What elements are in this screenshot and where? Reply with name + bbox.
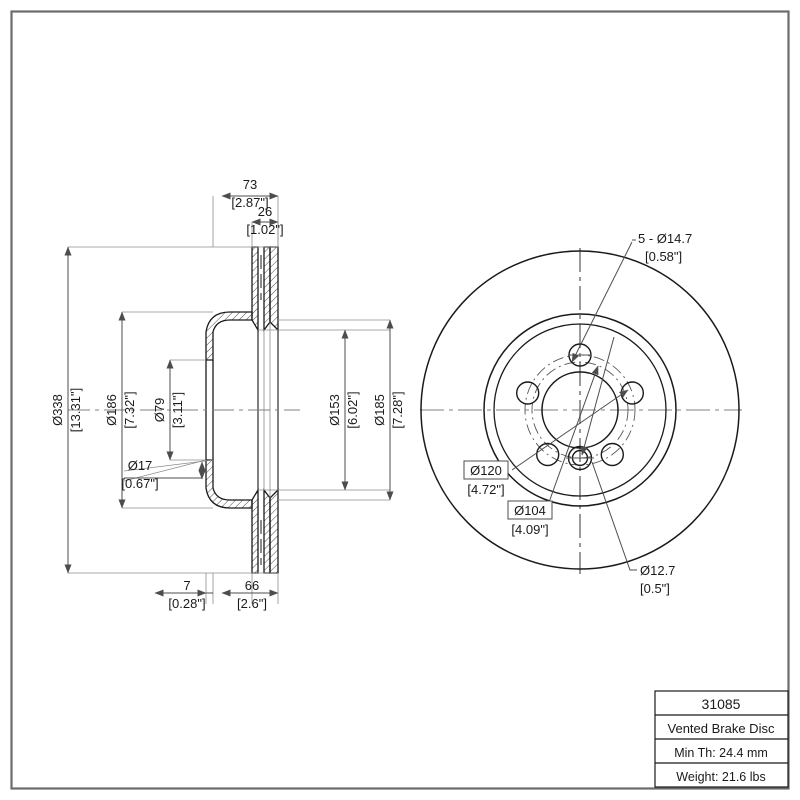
dim-center-bore-metric: Ø79 [152, 398, 167, 423]
dim-hat-depth-metric: 7 [183, 578, 190, 593]
callout-pin-hole-metric: Ø12.7 [640, 563, 675, 578]
callout-bolt-circle-inner-imperial: [4.09"] [511, 522, 548, 537]
dim-inner-friction-metric: Ø153 [327, 394, 342, 426]
dim-offset-imperial: [2.6"] [237, 596, 267, 611]
dim-hat-outer-metric: Ø186 [104, 394, 119, 426]
dim-offset-metric: 66 [245, 578, 259, 593]
lug-hole-2 [516, 381, 540, 405]
dim-plate-width-metric: 26 [258, 204, 272, 219]
dim-plate-width-imperial: [1.02"] [246, 222, 283, 237]
title-block-part-number: 31085 [702, 696, 741, 712]
hat-inner-circle [493, 323, 667, 497]
dim-hat-depth-imperial: [0.28"] [168, 596, 205, 611]
title-block: 31085 Vented Brake Disc Min Th: 24.4 mm … [654, 690, 789, 788]
lug-hole-4 [600, 442, 624, 467]
hat-section-lower [205, 459, 253, 509]
lug-hole-3 [536, 442, 560, 467]
bolt-circle-inner [531, 361, 629, 459]
rotor-outer-circle [420, 250, 740, 570]
friction-plate-lower [251, 487, 279, 574]
dim-outer-diameter-imperial: [13.31"] [68, 388, 83, 432]
title-block-weight: Weight: 21.6 lbs [676, 770, 765, 784]
hat-section-upper [205, 311, 253, 361]
dim-overall-width-metric: 73 [243, 177, 257, 192]
section-view: 73 [2.87"] 26 [1.02"] Ø338 [13.31"] Ø186… [50, 177, 405, 611]
callout-box-bolt-circle-inner [507, 500, 553, 520]
callout-pin-hole-imperial: [0.5"] [640, 581, 670, 596]
dim-hat-thickness-imperial: [0.67"] [121, 476, 158, 491]
dim-overall-width-imperial: [2.87"] [231, 195, 268, 210]
dim-vane-diameter-imperial: [7.28"] [390, 391, 405, 428]
callout-lug-holes-metric: 5 - Ø14.7 [638, 231, 692, 246]
face-view: 5 - Ø14.7 [0.58"] Ø120 [4.72"] Ø104 [4.0… [420, 231, 742, 596]
friction-plate-upper [251, 246, 279, 333]
dim-inner-friction-imperial: [6.02"] [345, 391, 360, 428]
leader-lines [511, 239, 637, 571]
dimension-lines [64, 192, 394, 597]
dim-outer-diameter-metric: Ø338 [50, 394, 65, 426]
title-block-min-thickness: Min Th: 24.4 mm [674, 746, 768, 760]
dim-hat-outer-imperial: [7.32"] [122, 391, 137, 428]
callout-bolt-circle-inner-metric: Ø104 [514, 503, 546, 518]
callout-lug-holes-imperial: [0.58"] [645, 249, 682, 264]
callout-bolt-circle-outer-metric: Ø120 [470, 463, 502, 478]
title-block-description: Vented Brake Disc [668, 721, 775, 736]
callout-bolt-circle-outer-imperial: [4.72"] [467, 482, 504, 497]
dim-hat-thickness-metric: Ø17 [128, 458, 153, 473]
lug-holes [516, 343, 644, 467]
pin-hole [566, 445, 594, 471]
dim-vane-diameter-metric: Ø185 [372, 394, 387, 426]
callout-box-bolt-circle-outer [463, 460, 509, 480]
hat-outer-circle [483, 313, 677, 507]
center-bore-circle [541, 371, 619, 449]
dim-center-bore-imperial: [3.11"] [170, 392, 185, 428]
sheet-border [10, 10, 790, 790]
